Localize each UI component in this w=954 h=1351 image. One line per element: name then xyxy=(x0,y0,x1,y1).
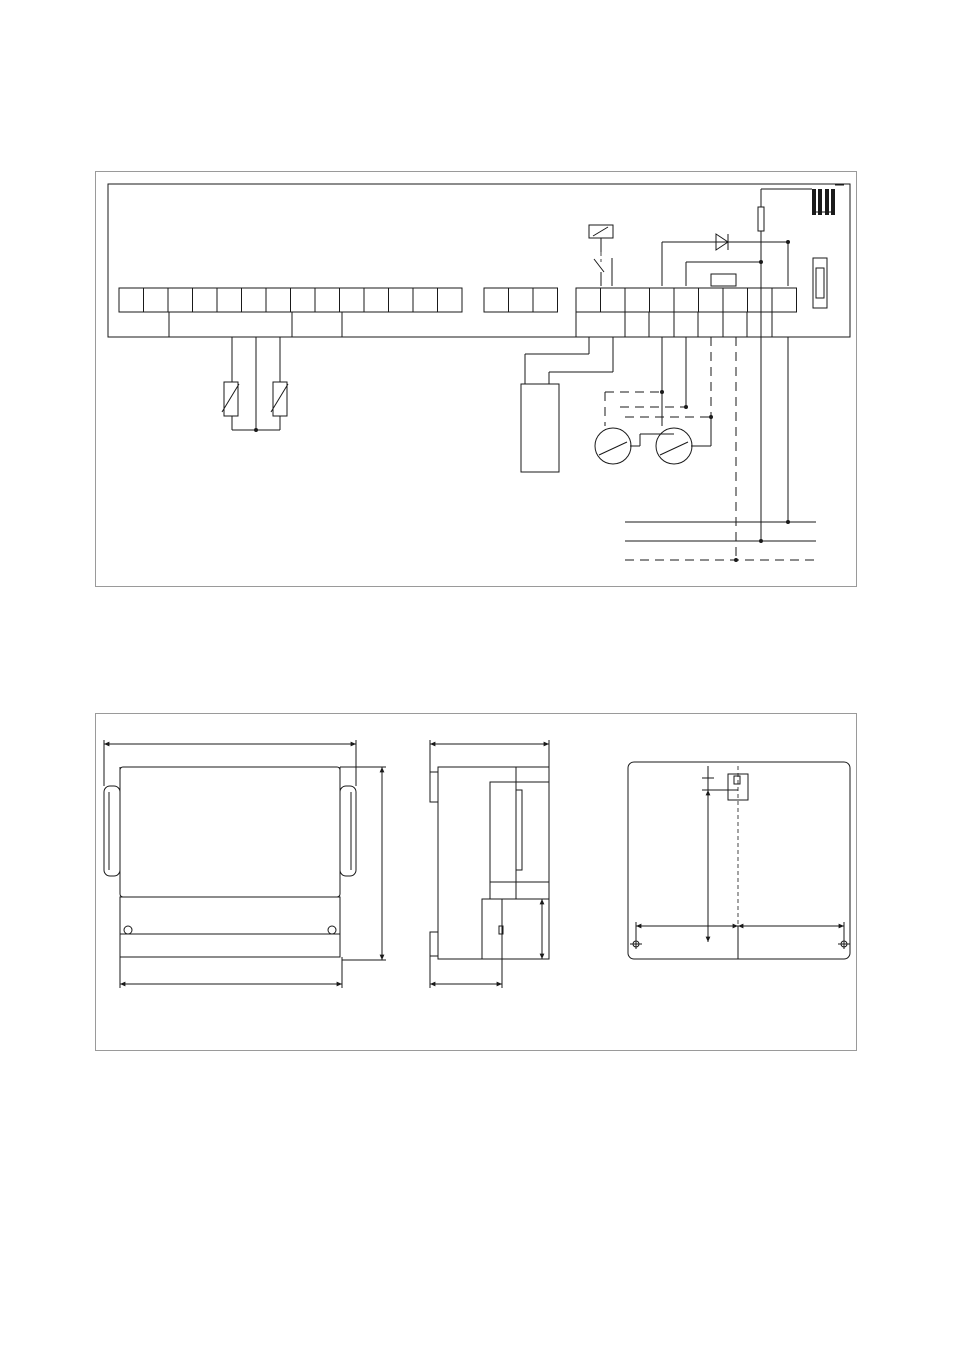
terminal-cell xyxy=(483,287,509,313)
terminal-cell xyxy=(508,287,534,313)
terminal-cell xyxy=(363,287,389,313)
front-base-dimension xyxy=(119,957,343,988)
mounting-drilling-template xyxy=(627,761,851,960)
temperature-sensor xyxy=(232,337,289,432)
controller-housing xyxy=(107,183,851,338)
side-depth-dimension xyxy=(429,740,550,772)
fuse xyxy=(757,206,765,286)
motor-wiring-dashed xyxy=(604,337,713,426)
terminal-cell xyxy=(575,287,601,313)
front-view xyxy=(103,766,357,958)
terminal-cell xyxy=(167,287,193,313)
motor xyxy=(594,427,674,465)
terminal-cell xyxy=(412,287,438,313)
terminal-cell xyxy=(339,287,365,313)
dimension-drawing xyxy=(103,740,851,988)
terminal-cell xyxy=(722,287,748,313)
terminal-cell xyxy=(118,287,144,313)
transformer xyxy=(760,184,844,215)
terminal-cell xyxy=(192,287,218,313)
terminal-cell xyxy=(649,287,675,313)
fuse-holder xyxy=(812,257,828,309)
terminal-cell xyxy=(698,287,724,313)
right-terminal-group xyxy=(575,287,797,313)
terminal-cell xyxy=(747,287,773,313)
terminal-cell xyxy=(673,287,699,313)
terminal-bridge-lines xyxy=(119,311,773,337)
wiring-diagram xyxy=(107,183,851,562)
terminal-cell xyxy=(241,287,267,313)
supply-line-n xyxy=(625,286,816,543)
terminal-cell xyxy=(314,287,340,313)
terminal-cell xyxy=(600,287,626,313)
middle-terminal-group xyxy=(483,287,558,313)
temperature-sensor xyxy=(221,337,257,430)
terminal-cell xyxy=(265,287,291,313)
terminal-cell xyxy=(771,287,797,313)
terminal-cell xyxy=(532,287,558,313)
left-terminal-group xyxy=(118,287,463,313)
side-view xyxy=(429,766,550,960)
protective-earth-line xyxy=(625,337,816,562)
terminal-cell xyxy=(143,287,169,313)
terminal-cell xyxy=(437,287,463,313)
terminal-cell xyxy=(290,287,316,313)
dimension-drawing-panel xyxy=(95,713,857,1051)
terminal-cell xyxy=(388,287,414,313)
motor xyxy=(655,337,712,465)
internal-wiring xyxy=(685,260,763,287)
side-base-dimension xyxy=(429,956,503,988)
wiring-diagram-panel xyxy=(95,171,857,587)
electric-heater-element xyxy=(520,337,614,473)
terminal-cell xyxy=(624,287,650,313)
terminal-cell xyxy=(216,287,242,313)
front-width-dimension xyxy=(103,740,357,786)
relay-coil xyxy=(588,224,614,252)
diode xyxy=(661,233,790,286)
front-height-dimension xyxy=(340,766,386,961)
relay-contact xyxy=(593,252,613,286)
supply-line-l xyxy=(625,337,816,524)
